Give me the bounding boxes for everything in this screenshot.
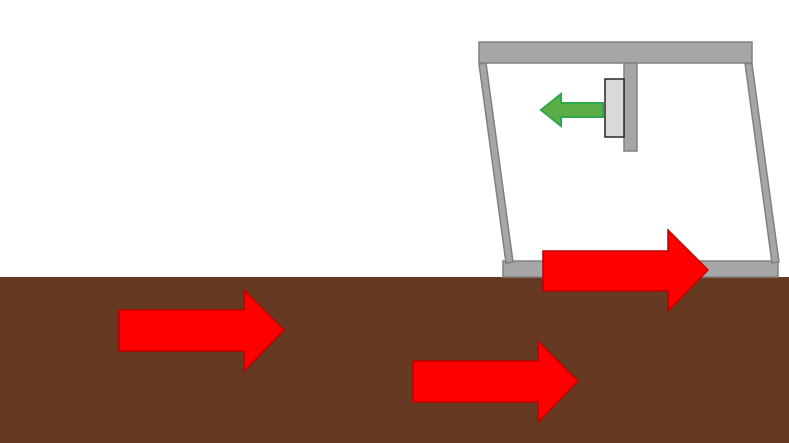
ground <box>0 277 789 443</box>
ground-motion-arrow <box>412 339 580 424</box>
left-column <box>478 62 514 264</box>
base-motion-arrow <box>542 228 710 313</box>
right-column <box>744 62 780 264</box>
hanging-rod <box>623 62 638 152</box>
mass-inertia-arrow <box>539 91 604 129</box>
hanging-mass <box>604 78 625 138</box>
building-frame <box>478 41 780 278</box>
ground-motion-arrow <box>118 288 286 373</box>
roof-beam <box>478 41 753 64</box>
